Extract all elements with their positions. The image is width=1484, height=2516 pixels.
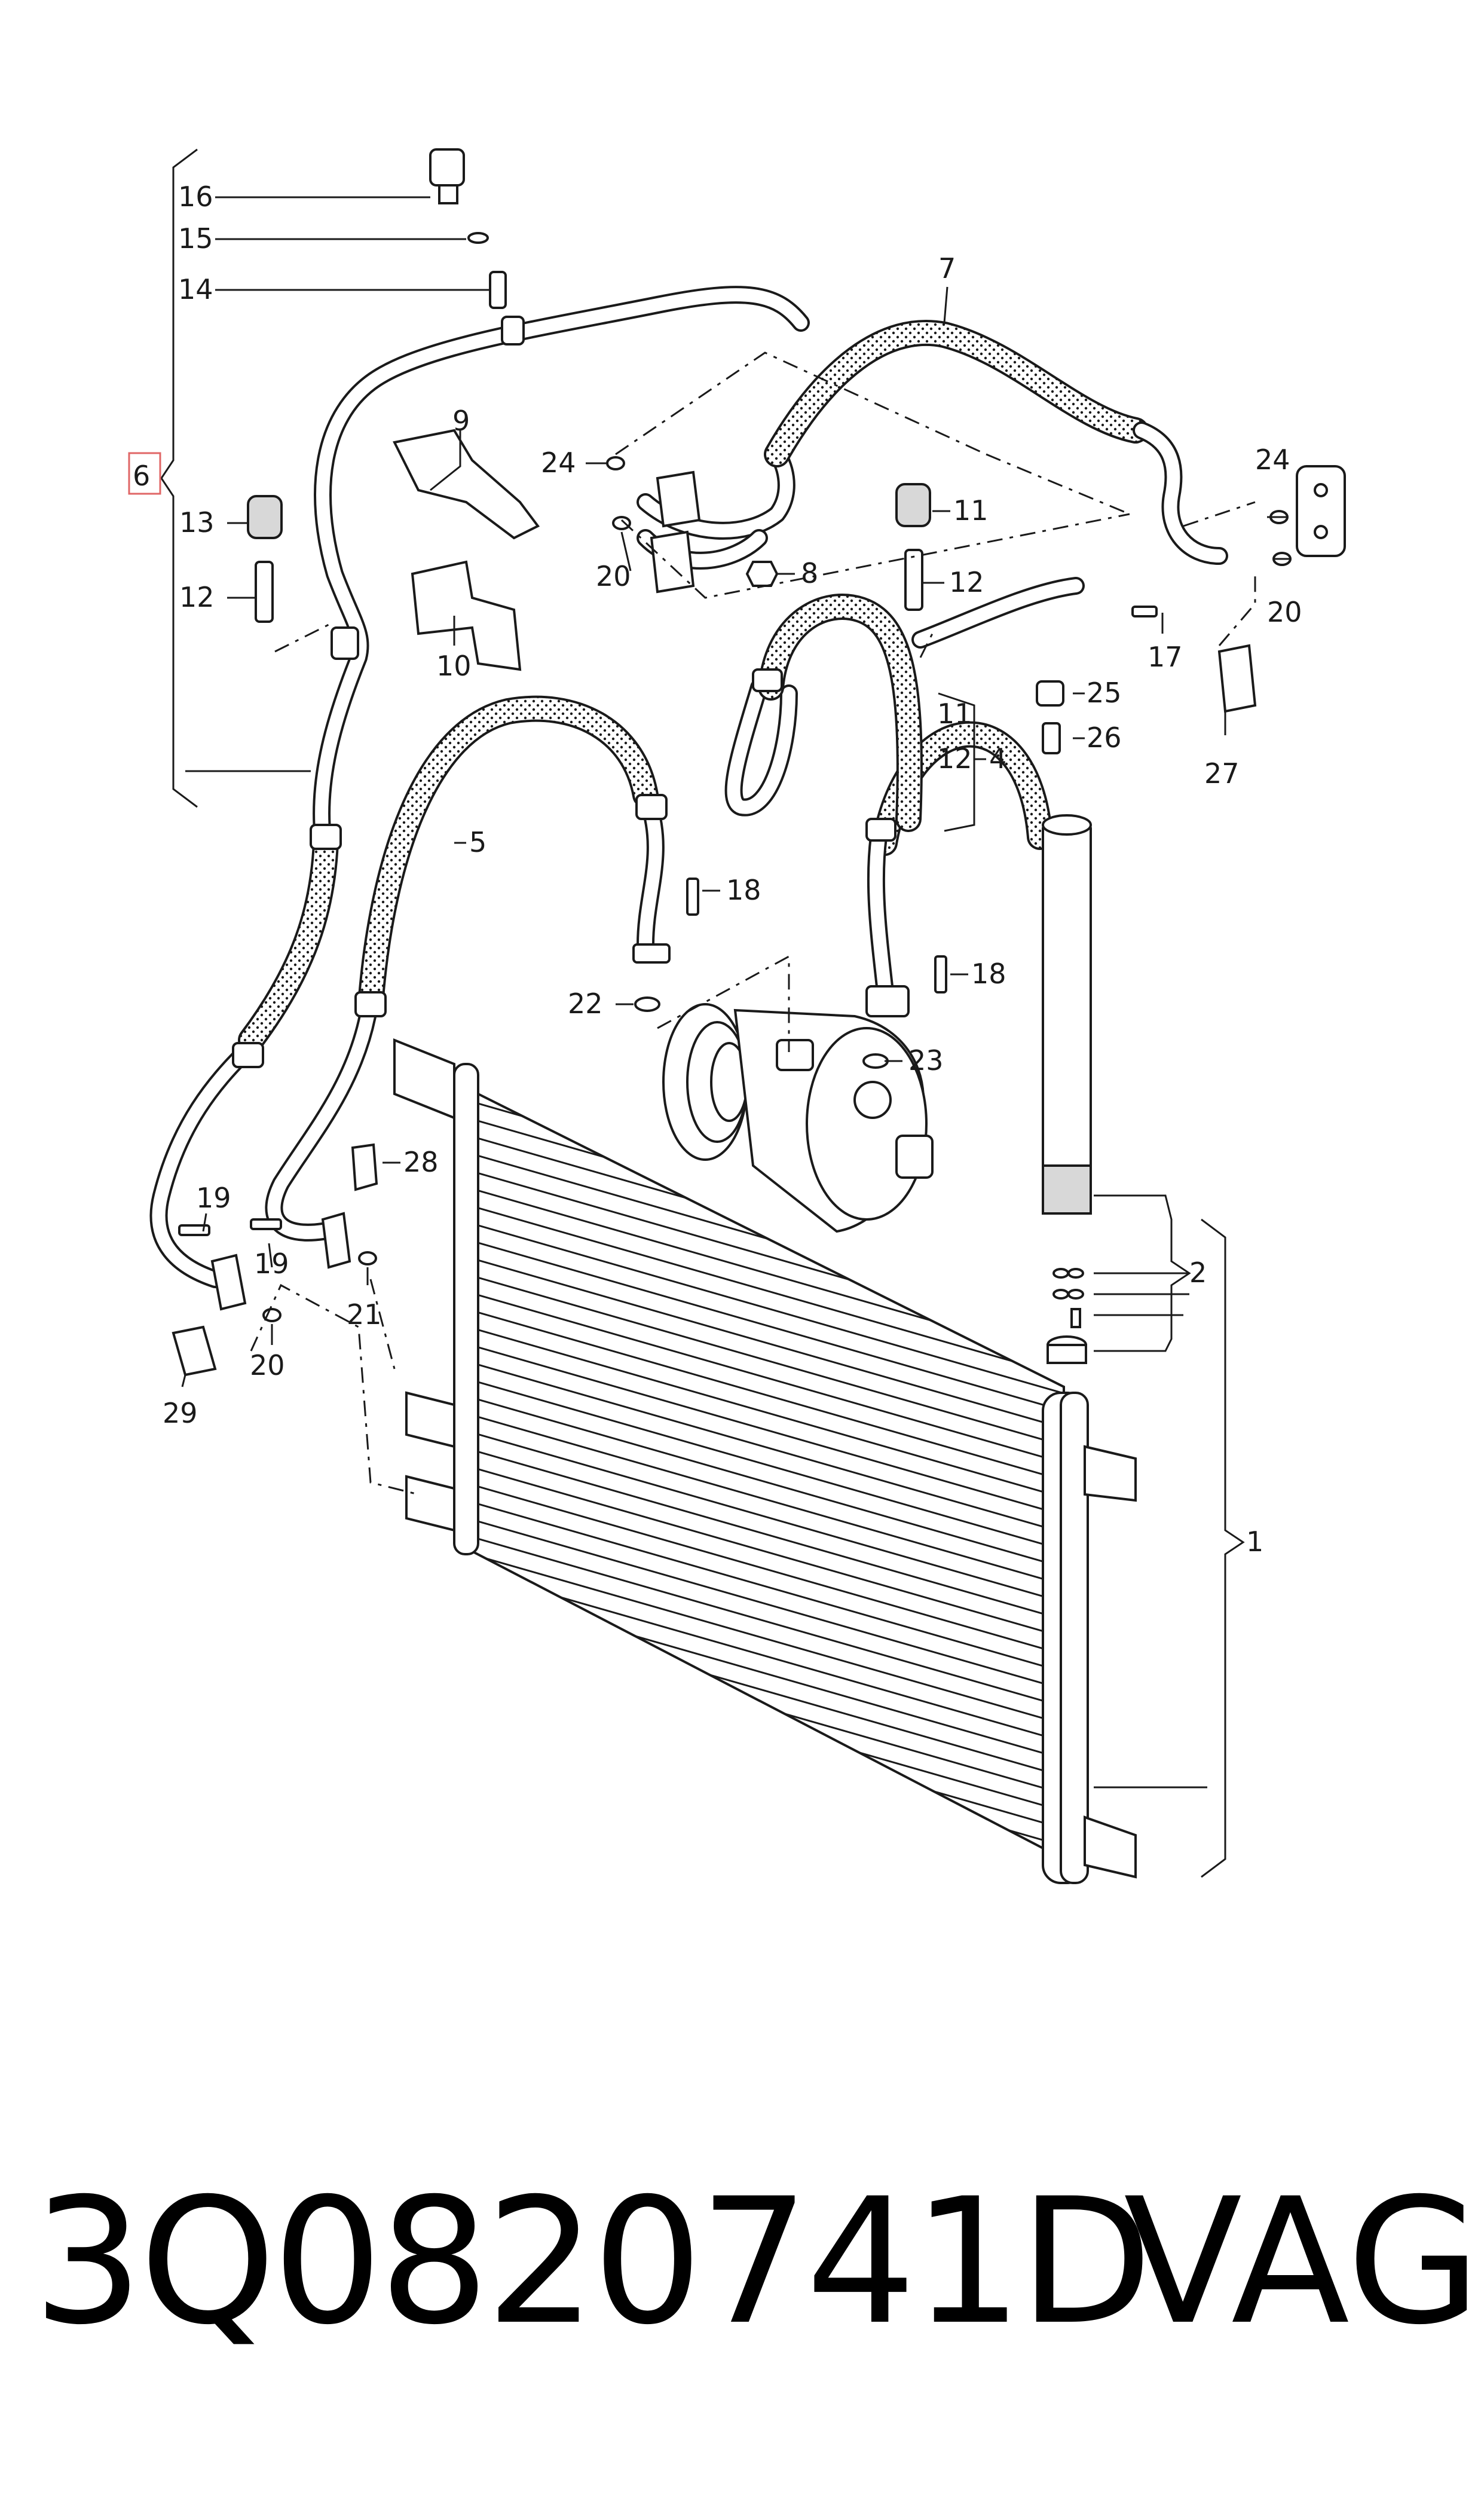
suction-hose-lower[interactable] [149,824,342,1288]
callout-22: 22 [568,988,603,1020]
bolt-19a[interactable] [178,1224,210,1236]
callout-29: 29 [163,1397,198,1429]
valve-cap[interactable] [501,316,525,346]
brand-name: VAG [1124,2162,1481,2363]
part-number: 3Q0820741D [33,2162,1153,2363]
callout-5: 5 [469,826,486,858]
service-valve-14[interactable] [489,271,507,309]
clip-28[interactable] [351,1143,378,1191]
callout-16: 16 [178,181,213,213]
flange-left-b [650,530,695,594]
callout-24b: 24 [1255,444,1290,476]
callout-17: 17 [1148,641,1183,673]
callout-2: 2 [1189,1257,1207,1289]
callout-labels: 6 16 15 14 7 9 24 20 8 10 13 12 11 12 11… [133,181,1302,1558]
bolt-26[interactable] [1042,722,1061,754]
callout-11b: 11 [937,698,972,730]
o-ring-15[interactable] [467,232,489,244]
callout-23: 23 [908,1044,944,1077]
suction-line-6[interactable] [313,286,810,846]
ac-compressor[interactable] [662,1003,934,1233]
callout-27: 27 [1204,757,1240,790]
callout-12c: 12 [937,742,972,775]
callout-11a: 11 [953,494,989,527]
callout-20c: 20 [250,1349,285,1381]
pipe-sleeve [331,626,359,660]
bracket-10[interactable] [411,560,522,671]
flange-lower-a [210,1254,247,1311]
ac-condenser-exploded-diagram: 6 16 15 14 7 9 24 20 8 10 13 12 11 12 11… [128,148,1346,1884]
callout-21: 21 [347,1298,382,1331]
pressure-sensor-16[interactable] [429,148,465,204]
cap-11[interactable] [895,483,931,527]
cap-13[interactable] [247,495,283,539]
bracket-9[interactable] [393,429,540,540]
callout-26: 26 [1087,722,1122,754]
callout-12a: 12 [179,581,215,613]
callout-18a: 18 [726,874,761,906]
hose-4[interactable] [724,577,1085,1017]
nut-8[interactable] [745,561,779,587]
callout-15: 15 [178,222,213,255]
callout-leaders [181,196,1291,1878]
bolt-19b[interactable] [250,1218,282,1230]
callout-25: 25 [1087,677,1122,709]
receiver-drier[interactable] [1042,814,1092,1364]
callout-10: 10 [436,650,472,682]
flange-block-right[interactable] [1296,465,1346,557]
callout-12b: 12 [949,566,984,598]
assembly-guidelines [250,351,1256,1496]
bolt-17[interactable] [1131,606,1158,617]
o-ring-20a[interactable] [612,516,631,530]
nut-25[interactable] [1036,680,1064,707]
callout-20a: 20 [596,560,631,592]
condenser-1[interactable] [393,1038,1137,1884]
valve-12-left[interactable] [255,561,274,623]
callout-13: 13 [179,506,215,539]
valve-12-right[interactable] [904,549,923,611]
callout-19a: 19 [196,1182,231,1214]
callout-14: 14 [178,273,213,305]
flange-left-a [656,470,701,528]
callout-28: 28 [403,1146,439,1178]
hose-7[interactable] [637,319,1228,570]
o-ring-23[interactable] [862,1053,889,1069]
callout-6: 6 [133,460,150,492]
callout-1: 1 [1246,1526,1263,1558]
hose-5[interactable] [265,695,671,1242]
callout-19b: 19 [254,1248,289,1280]
o-ring-21[interactable] [358,1251,377,1265]
bolt-18a[interactable] [686,878,699,916]
callout-18b: 18 [971,958,1006,990]
callout-7: 7 [938,252,956,285]
bolt-18b[interactable] [934,955,947,993]
highlight-box-6 [128,452,161,495]
callout-4: 4 [989,742,1006,775]
bracket-27[interactable] [1217,644,1257,713]
o-ring-22[interactable] [634,996,660,1012]
callout-8: 8 [801,557,818,589]
callout-24a: 24 [541,447,576,479]
callout-20b: 20 [1267,596,1302,628]
group-bracket-6 [160,148,311,808]
bracket-29[interactable] [172,1325,217,1377]
flange-lower-b [321,1212,351,1269]
o-ring-24a[interactable] [606,456,625,470]
callout-9: 9 [452,405,470,437]
